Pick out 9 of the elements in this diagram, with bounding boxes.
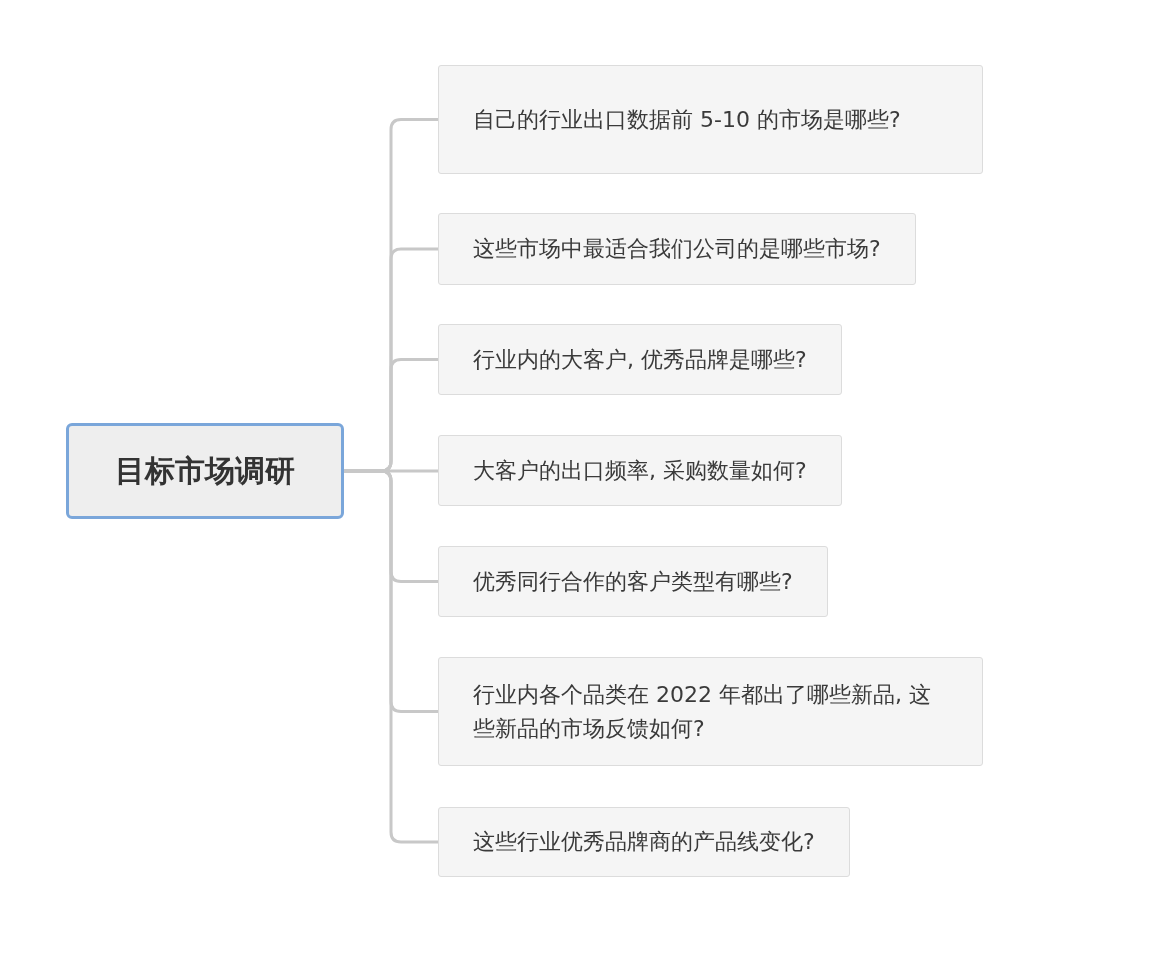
subtopic-box: 行业内的大客户, 优秀品牌是哪些?	[438, 324, 842, 395]
subtopic-box: 优秀同行合作的客户类型有哪些?	[438, 546, 828, 617]
subtopic-box: 这些市场中最适合我们公司的是哪些市场?	[438, 213, 916, 285]
subtopic-box: 行业内各个品类在 2022 年都出了哪些新品, 这些新品的市场反馈如何?	[438, 657, 983, 766]
subtopic-box: 大客户的出口频率, 采购数量如何?	[438, 435, 842, 506]
central-topic-box: 目标市场调研	[66, 423, 344, 519]
subtopic-box: 这些行业优秀品牌商的产品线变化?	[438, 807, 850, 877]
connector-line	[344, 469, 438, 844]
subtopic-box: 自己的行业出口数据前 5-10 的市场是哪些?	[438, 65, 983, 174]
